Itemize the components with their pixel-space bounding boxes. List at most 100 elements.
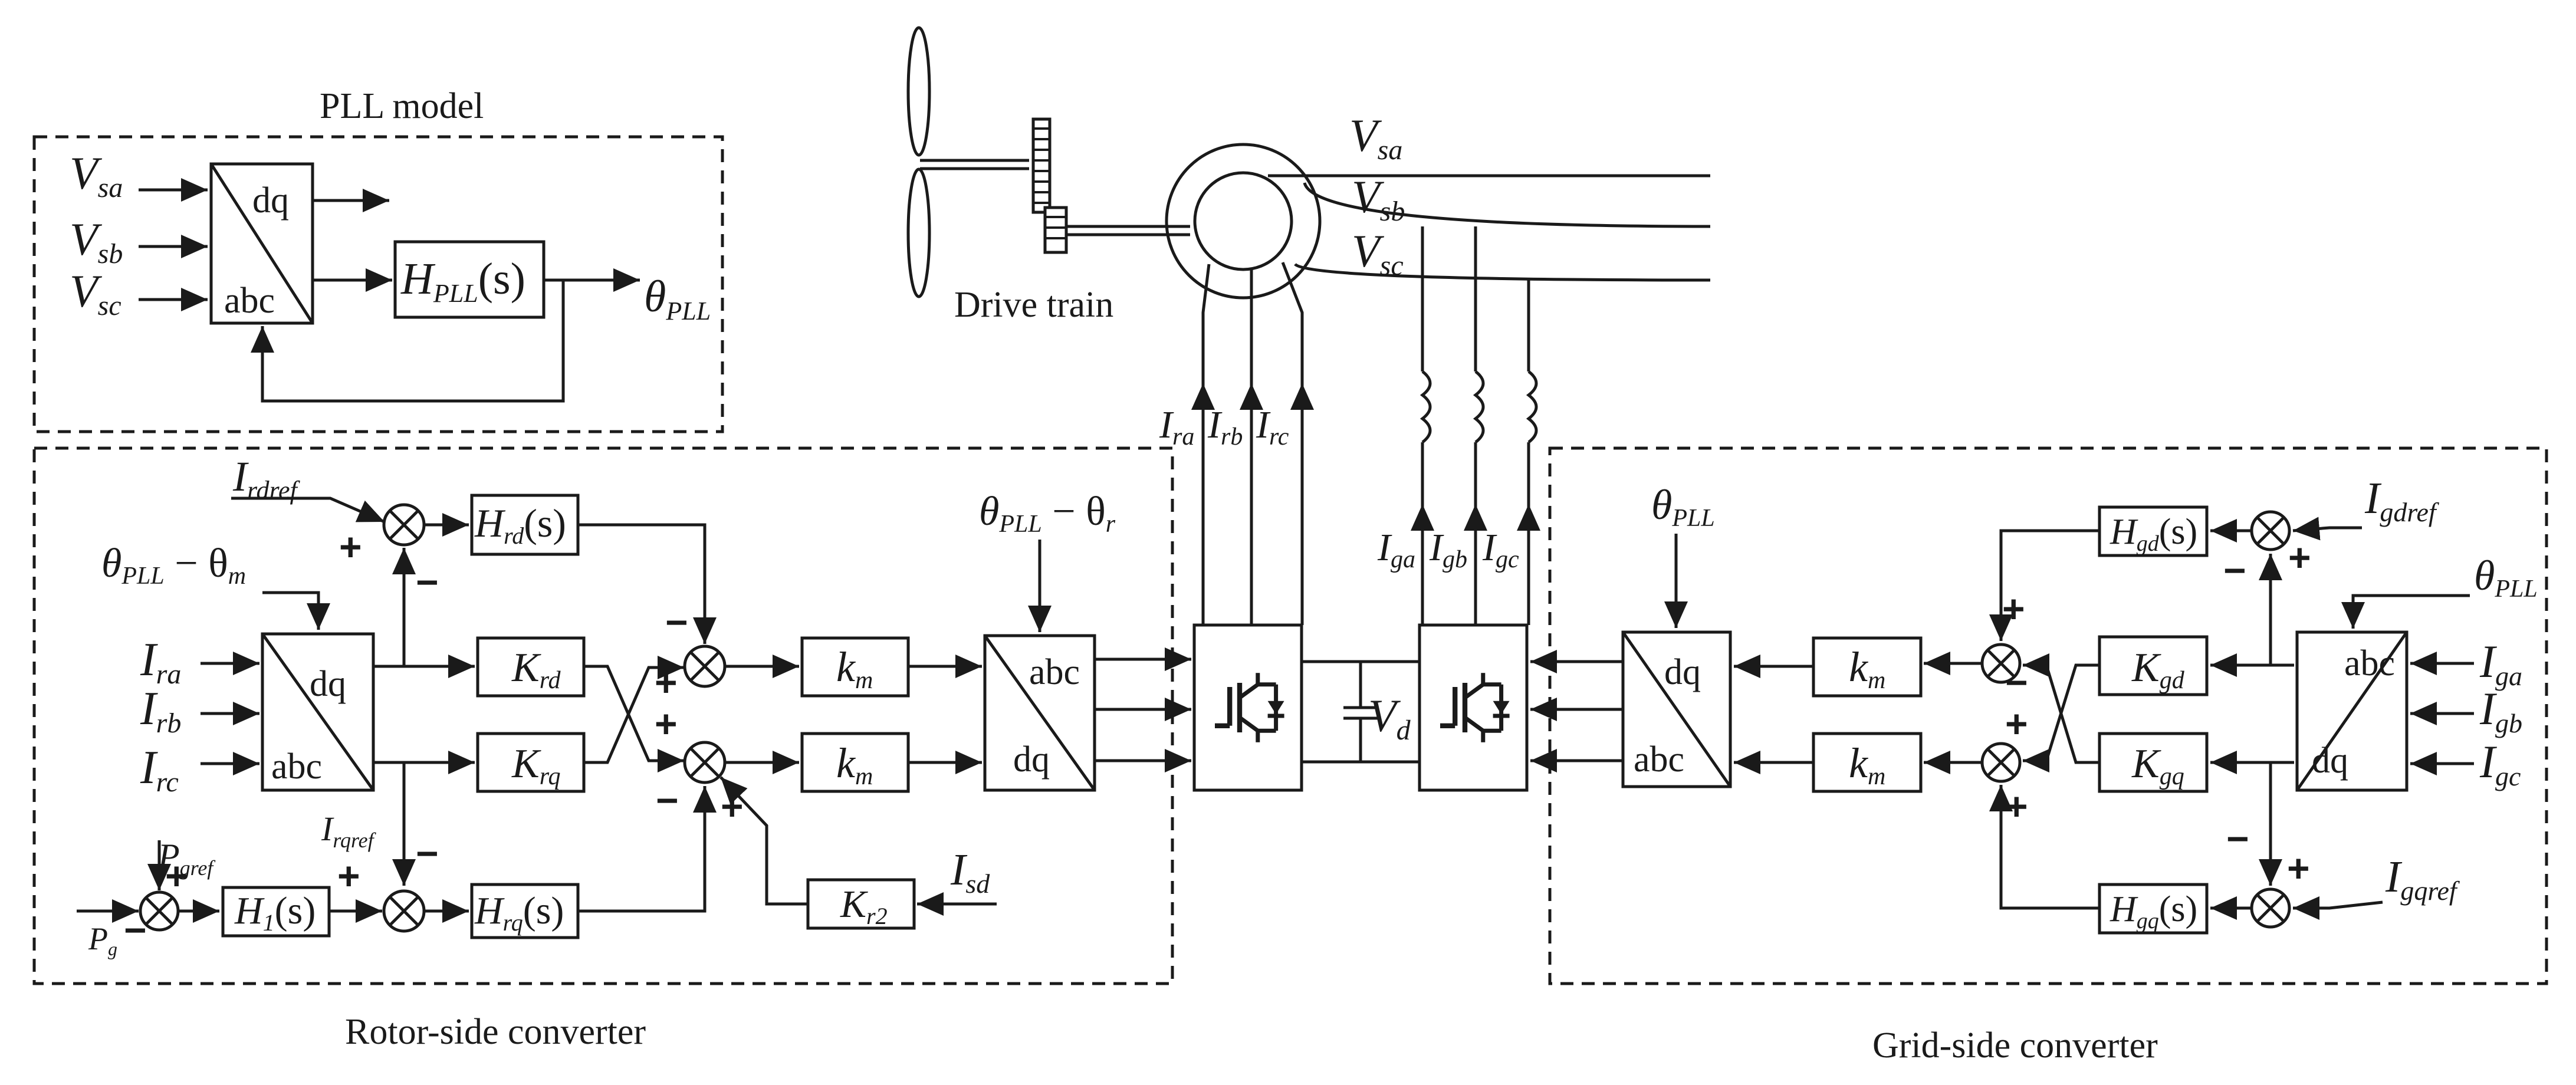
minus-sign: −: [416, 831, 439, 875]
svg-text:Igb: Igb: [2479, 683, 2522, 738]
theta-pll-theta-m-label: θPLL − θm: [101, 541, 246, 590]
svg-text:dq: dq: [310, 664, 346, 704]
svg-text:Igc: Igc: [1482, 526, 1519, 573]
gearbox-icon: [1031, 117, 1190, 254]
theta-pll-gsc-abc-label: θPLL: [2474, 552, 2538, 603]
k-m-block-gq: km: [1812, 732, 1923, 793]
k-gd-block: Kgd: [2098, 635, 2209, 696]
dc-link: [1302, 660, 1420, 764]
vsb-label: Vsb: [1352, 171, 1405, 227]
svg-text:dq: dq: [1013, 739, 1050, 780]
svg-text:HPLL(s): HPLL(s): [400, 254, 525, 308]
k-rq-block: Krq: [476, 732, 586, 793]
k-m-block-gd: km: [1812, 636, 1923, 698]
h-1-block: H1(s): [221, 886, 331, 938]
sum-rq-out: [683, 741, 727, 784]
h-gq-block: Hgq(s): [2098, 883, 2209, 935]
pll-model-title: PLL model: [320, 86, 484, 126]
igdref-label: Igdref: [2364, 474, 2440, 527]
svg-text:Irdref: Irdref: [232, 453, 300, 505]
pll-vsa-label: Vsa: [70, 147, 123, 203]
svg-text:dq: dq: [252, 180, 289, 221]
rsc-abc-dq-block: dq abc: [261, 632, 375, 792]
svg-text:km: km: [836, 643, 873, 694]
pll-vsb-label: Vsb: [70, 213, 123, 269]
svg-text:Igc: Igc: [2479, 736, 2521, 791]
svg-text:Vsc: Vsc: [1352, 225, 1404, 281]
theta-pll-theta-r-label: θPLL − θr: [979, 489, 1116, 538]
svg-text:km: km: [1849, 643, 1885, 694]
sum-rd-out: [683, 645, 727, 688]
plus-sign: +: [2005, 784, 2028, 828]
rotor-side-converter-switch: [1192, 623, 1303, 792]
iga-label: Iga: [1377, 526, 1415, 573]
rsc-dq-abc-block: abc dq: [983, 634, 1096, 792]
irdref-label: Irdref: [232, 453, 300, 505]
svg-text:Vd: Vd: [1368, 690, 1411, 746]
irc-label: Irc: [1256, 403, 1289, 451]
plus-sign: +: [655, 702, 678, 745]
h-rq-block: Hrq(s): [470, 883, 580, 939]
svg-text:Iga: Iga: [1377, 526, 1415, 573]
gsc-abc-dq-block: abc dq: [2295, 630, 2409, 792]
ira-input-label: Ira: [140, 634, 181, 690]
plus-sign: +: [2005, 702, 2028, 745]
svg-text:Vsa: Vsa: [70, 147, 123, 203]
sum-gd-ref: [2250, 510, 2291, 551]
svg-text:Igdref: Igdref: [2364, 474, 2440, 527]
pll-model-region: [32, 135, 724, 433]
svg-text:Vsb: Vsb: [70, 213, 123, 269]
igqref-label: Igqref: [2385, 852, 2460, 906]
grid-side-region: [1548, 446, 2548, 985]
gsc-control: θPLL dq abc km km: [1530, 474, 2538, 935]
pll-vsc-label: Vsc: [70, 265, 121, 321]
plus-sign: +: [165, 854, 188, 897]
igb-input-label: Igb: [2479, 683, 2522, 738]
h-pll-block: HPLL(s): [393, 240, 546, 319]
svg-text:Isd: Isd: [950, 845, 990, 899]
k-m-block-rq: km: [800, 732, 910, 793]
gsc-dq-abc-block: dq abc: [1621, 630, 1732, 788]
drive-train-label: Drive train: [954, 285, 1113, 325]
sum-gq-out: [1980, 742, 2022, 783]
vsa-label: Vsa: [1349, 110, 1402, 166]
ira-label: Ira: [1159, 403, 1194, 451]
svg-text:θPLL: θPLL: [1651, 481, 1715, 532]
svg-text:Hrq(s): Hrq(s): [474, 889, 564, 936]
plus-sign: +: [337, 854, 360, 897]
svg-text:abc: abc: [271, 747, 322, 787]
svg-text:km: km: [1849, 739, 1885, 790]
svg-text:Vsb: Vsb: [1352, 171, 1405, 227]
plus-sign: +: [655, 660, 678, 704]
rsc-control: Irdref + − Hrd(s) θPLL − θm Ira Irb Irc: [77, 453, 1191, 959]
svg-text:abc: abc: [1634, 739, 1684, 780]
grid-side-converter-switch: [1418, 623, 1529, 792]
svg-text:θPLL: θPLL: [2474, 552, 2538, 603]
sum-gq-ref: [2250, 887, 2291, 929]
svg-text:Igb: Igb: [1429, 526, 1467, 573]
pll-model: Vsa Vsb Vsc dq abc HPLL(s) θPLL: [70, 147, 711, 403]
plus-sign: +: [339, 525, 362, 568]
svg-text:Irc: Irc: [1256, 403, 1289, 451]
pg-label: Pg: [88, 921, 117, 959]
svg-text:Vsa: Vsa: [1349, 110, 1402, 166]
svg-text:Irb: Irb: [140, 683, 181, 739]
minus-sign: −: [665, 600, 688, 644]
svg-text:Kr2: Kr2: [840, 883, 888, 929]
plus-sign: +: [2287, 846, 2310, 890]
svg-text:Ira: Ira: [140, 634, 181, 690]
h-gd-block: Hgd(s): [2098, 505, 2209, 557]
svg-text:dq: dq: [1664, 652, 1701, 692]
k-m-block-rd: km: [800, 636, 910, 698]
irqref-label: Irqref: [321, 810, 377, 852]
svg-text:Krq: Krq: [511, 741, 561, 790]
wind-turbine: [906, 26, 1029, 298]
rotor-side-title: Rotor-side converter: [345, 1012, 646, 1052]
svg-text:abc: abc: [2344, 643, 2395, 683]
vd-label: Vd: [1368, 690, 1411, 746]
svg-text:abc: abc: [224, 281, 275, 321]
sum-rd-ref: [382, 503, 426, 547]
theta-pll-gsc-label: θPLL: [1651, 481, 1715, 532]
svg-text:Kgd: Kgd: [2131, 645, 2185, 694]
